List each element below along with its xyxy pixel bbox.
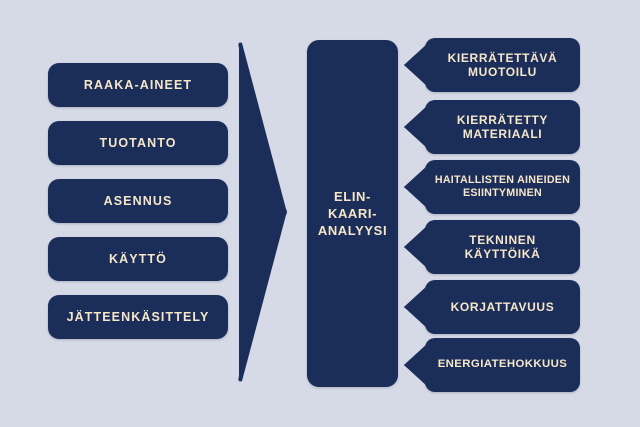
criterion-label: KIERRÄTETTÄVÄ MUOTOILU — [447, 50, 558, 79]
stage-label: RAAKA-AINEET — [83, 77, 193, 92]
criterion-label: KIERRÄTETTY MATERIAALI — [456, 112, 549, 141]
left-arrow-icon — [404, 225, 428, 269]
criterion-box[interactable]: TEKNINEN KÄYTTÖIKÄ — [425, 220, 580, 274]
lca-center-box[interactable]: ELIN- KAARI- ANALYYSI — [307, 40, 398, 387]
criterion-row-energy-efficiency[interactable]: ENERGIATEHOKKUUS — [404, 338, 580, 392]
stage-box-waste-handling[interactable]: JÄTTEENKÄSITTELY — [48, 295, 228, 339]
stage-label: JÄTTEENKÄSITTELY — [66, 309, 210, 324]
criterion-box[interactable]: KIERRÄTETTY MATERIAALI — [425, 100, 580, 154]
criterion-box[interactable]: KIERRÄTETTÄVÄ MUOTOILU — [425, 38, 580, 92]
stage-box-installation[interactable]: ASENNUS — [48, 179, 228, 223]
stage-label: ASENNUS — [103, 193, 173, 208]
criterion-row-repairability[interactable]: KORJATTAVUUS — [404, 280, 580, 334]
criterion-box[interactable]: KORJATTAVUUS — [425, 280, 580, 334]
left-arrow-icon — [404, 285, 428, 329]
criterion-label: ENERGIATEHOKKUUS — [437, 358, 568, 371]
left-arrow-icon — [404, 165, 428, 209]
stage-box-production[interactable]: TUOTANTO — [48, 121, 228, 165]
criterion-row-technical-lifetime[interactable]: TEKNINEN KÄYTTÖIKÄ — [404, 220, 580, 274]
stage-label: TUOTANTO — [99, 135, 177, 150]
left-arrow-icon — [404, 343, 428, 387]
criterion-row-recyclable-design[interactable]: KIERRÄTETTÄVÄ MUOTOILU — [404, 38, 580, 92]
flow-chevron-icon — [236, 41, 288, 383]
criterion-box[interactable]: ENERGIATEHOKKUUS — [425, 338, 580, 392]
criterion-label: HAITALLISTEN AINEIDEN ESIINTYMINEN — [434, 174, 571, 199]
stage-box-raw-materials[interactable]: RAAKA-AINEET — [48, 63, 228, 107]
stage-box-use[interactable]: KÄYTTÖ — [48, 237, 228, 281]
left-arrow-icon — [404, 43, 428, 87]
lca-center-label: ELIN- KAARI- ANALYYSI — [317, 188, 388, 239]
criterion-row-recycled-material[interactable]: KIERRÄTETTY MATERIAALI — [404, 100, 580, 154]
criterion-row-hazardous-substances[interactable]: HAITALLISTEN AINEIDEN ESIINTYMINEN — [404, 160, 580, 214]
criterion-label: TEKNINEN KÄYTTÖIKÄ — [464, 232, 541, 261]
stage-label: KÄYTTÖ — [109, 251, 167, 266]
criterion-label: KORJATTAVUUS — [450, 299, 555, 314]
criterion-box[interactable]: HAITALLISTEN AINEIDEN ESIINTYMINEN — [425, 160, 580, 214]
left-arrow-icon — [404, 105, 428, 149]
